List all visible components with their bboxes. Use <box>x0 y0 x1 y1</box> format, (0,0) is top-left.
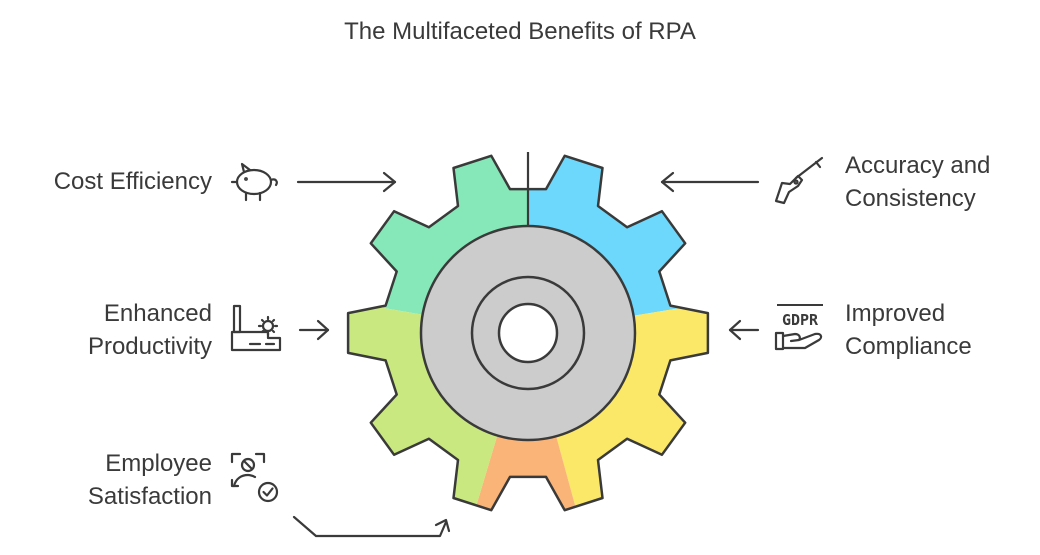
arrow-compliance <box>728 319 760 341</box>
label-cost-efficiency: Cost Efficiency <box>53 168 212 195</box>
arrow-productivity <box>298 319 330 341</box>
arrow-accuracy <box>660 171 760 193</box>
gdpr-hand-icon: GDPR <box>774 304 823 351</box>
arrow-satisfaction <box>292 515 451 538</box>
gear-axle-hole <box>497 302 559 364</box>
piggy-bank-icon <box>230 162 278 202</box>
gear-inner-ring <box>470 275 586 391</box>
diagram-title: The Multifaceted Benefits of RPA <box>344 18 696 45</box>
label-accuracy-consistency: Accuracy and Consistency <box>845 152 991 212</box>
user-check-icon <box>230 452 279 503</box>
label-employee-satisfaction: Employee Satisfaction <box>87 450 212 510</box>
factory-gear-icon <box>230 304 282 352</box>
rifle-icon <box>774 156 824 205</box>
label-enhanced-productivity: Enhanced Productivity <box>87 300 212 360</box>
svg-text:GDPR: GDPR <box>782 311 819 329</box>
label-improved-compliance: Improved Compliance <box>845 300 972 360</box>
arrow-cost-efficiency <box>296 171 397 193</box>
